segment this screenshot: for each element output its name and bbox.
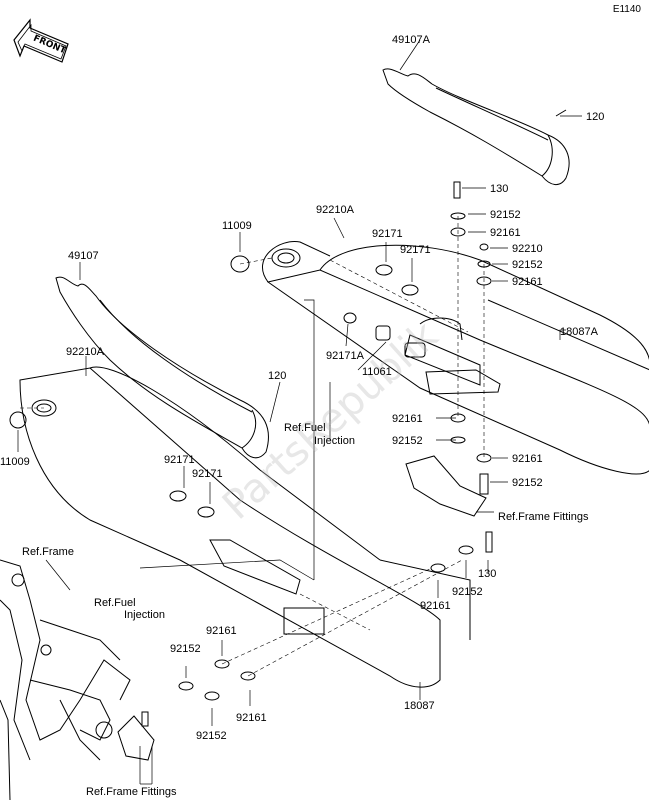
label-92171a: 92171A [326, 350, 364, 362]
label-92210: 92210 [512, 243, 543, 255]
label-120-mid: 120 [268, 370, 287, 382]
frame-fitting-right [405, 455, 487, 517]
label-92161-g: 92161 [236, 712, 267, 724]
gasket-11009-lower [9, 411, 27, 429]
label-92161-e: 92161 [420, 600, 451, 612]
lower-bracket [283, 607, 325, 635]
label-92152-a: 92152 [490, 209, 521, 221]
label-18087a: 18087A [560, 326, 598, 338]
label-92171-b: 92171 [400, 244, 431, 256]
frame-fitting-bottom [117, 715, 155, 761]
upper-pipe-flange [271, 248, 301, 268]
label-130-low: 130 [478, 568, 497, 580]
ref-fuel-injection-top-line2: Injection [314, 435, 355, 447]
ref-fuel-injection-low-line1: Ref.Fuel [94, 597, 136, 609]
label-92171-a: 92171 [372, 228, 403, 240]
ref-frame-fittings-bottom: Ref.Frame Fittings [86, 786, 177, 798]
label-92152-e: 92152 [452, 586, 483, 598]
label-11009-left: 11009 [0, 456, 30, 468]
label-92171-d: 92171 [192, 468, 223, 480]
gasket-11009-upper [230, 255, 250, 273]
label-92171-c: 92171 [164, 454, 195, 466]
label-11061: 11061 [362, 366, 392, 378]
label-92152-d: 92152 [512, 477, 543, 489]
label-11009-top: 11009 [222, 220, 252, 232]
label-18087: 18087 [404, 700, 435, 712]
ref-fuel-injection-top-line1: Ref.Fuel [284, 422, 326, 434]
label-49107: 49107 [68, 250, 99, 262]
upper-bracket [425, 369, 501, 395]
label-92161-d: 92161 [512, 453, 543, 465]
upper-heat-guard [382, 68, 570, 185]
label-92152-f: 92152 [170, 643, 201, 655]
front-arrow-icon: FRONT [13, 18, 69, 63]
label-120-top: 120 [586, 111, 605, 123]
label-92210a-left: 92210A [66, 346, 104, 358]
label-92152-b: 92152 [512, 259, 543, 271]
lower-muffler-body [19, 367, 441, 688]
frame-structure [0, 559, 131, 801]
upper-muffler-body [266, 269, 649, 475]
ref-frame-left: Ref.Frame [22, 546, 74, 558]
label-92161-a: 92161 [490, 227, 521, 239]
lower-heat-guard [55, 276, 269, 459]
label-92152-c: 92152 [392, 435, 423, 447]
diagram-code: E1140 [612, 4, 641, 15]
ref-frame-fittings-right: Ref.Frame Fittings [498, 511, 589, 523]
label-92161-f: 92161 [206, 625, 237, 637]
label-49107a: 49107A [392, 34, 430, 46]
ref-fuel-injection-low-line2: Injection [124, 609, 165, 621]
label-92161-b: 92161 [512, 276, 543, 288]
label-92152-g: 92152 [196, 730, 227, 742]
label-130-top: 130 [490, 183, 509, 195]
label-92210a-top: 92210A [316, 204, 354, 216]
label-92161-c: 92161 [392, 413, 423, 425]
lower-pipe-flange [31, 399, 57, 417]
